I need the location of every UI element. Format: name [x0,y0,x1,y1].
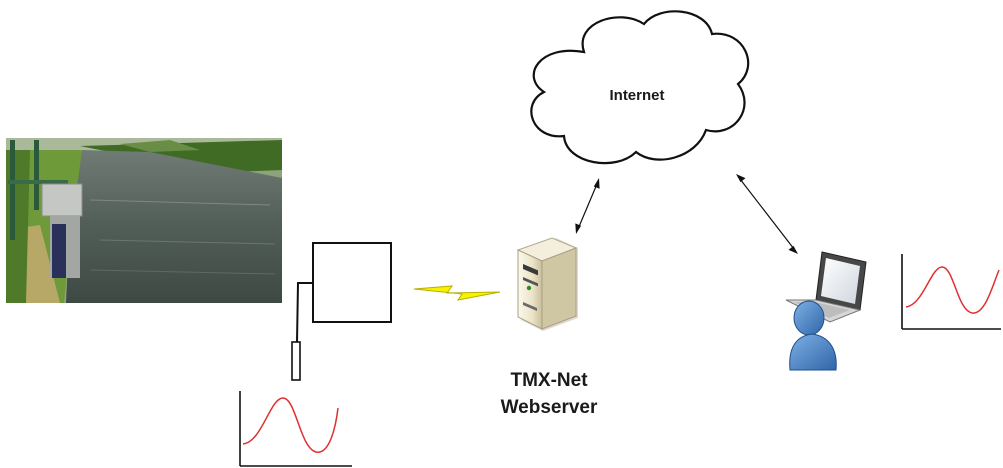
arrow-internet-laptop [736,174,798,254]
sensor-mini-chart [239,391,352,467]
internet-cloud-icon [530,10,750,165]
server-label-line1: TMX-Net [510,370,588,391]
data-logger [291,242,392,381]
user-mini-chart [901,254,1001,330]
canal-photo [6,138,282,303]
arrow-server-internet [575,178,600,234]
internet-label: Internet [609,87,664,104]
server-icon [516,237,578,331]
wireless-bolt-icon [413,285,501,301]
server-label-line2: Webserver [501,397,598,418]
user-icon [789,300,837,371]
